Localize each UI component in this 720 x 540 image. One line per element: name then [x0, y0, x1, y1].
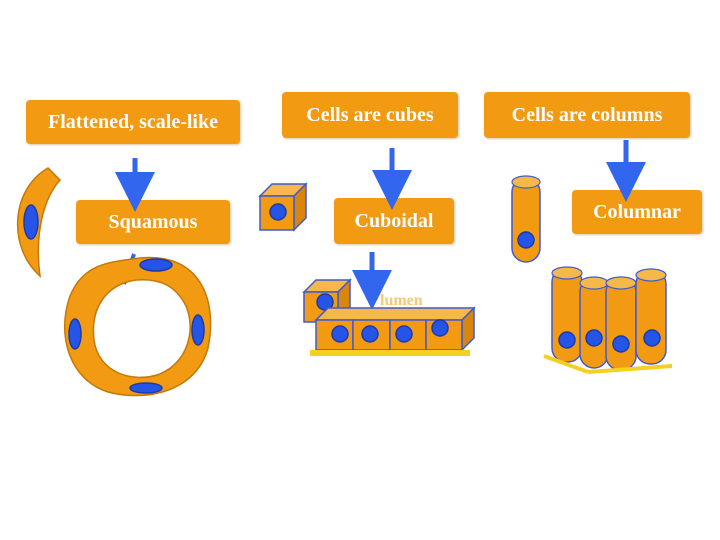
columnar-basement-membrane: [543, 354, 589, 374]
squamous-ring: [63, 256, 212, 397]
cuboidal-name: Cuboidal: [354, 209, 434, 232]
columnar-description-box: Cells are columns: [484, 92, 690, 138]
cuboidal-basement-membrane: [310, 350, 470, 356]
cuboidal-tissue: [302, 278, 476, 356]
cuboidal-description: Cells are cubes: [306, 103, 434, 126]
squamous-cell: [16, 167, 62, 278]
squamous-description: Flattened, scale-like: [48, 110, 218, 133]
squamous-description-box: Flattened, scale-like: [26, 100, 240, 144]
columnar-description: Cells are columns: [511, 103, 663, 126]
cuboidal-description-box: Cells are cubes: [282, 92, 458, 138]
columnar-name: Columnar: [593, 200, 681, 223]
squamous-name: Squamous: [108, 210, 198, 233]
cuboidal-single-cell: [258, 182, 308, 232]
columnar-tissue: [543, 266, 673, 374]
columnar-single-cell: [511, 175, 541, 263]
cuboidal-name-box: Cuboidal: [334, 198, 454, 244]
